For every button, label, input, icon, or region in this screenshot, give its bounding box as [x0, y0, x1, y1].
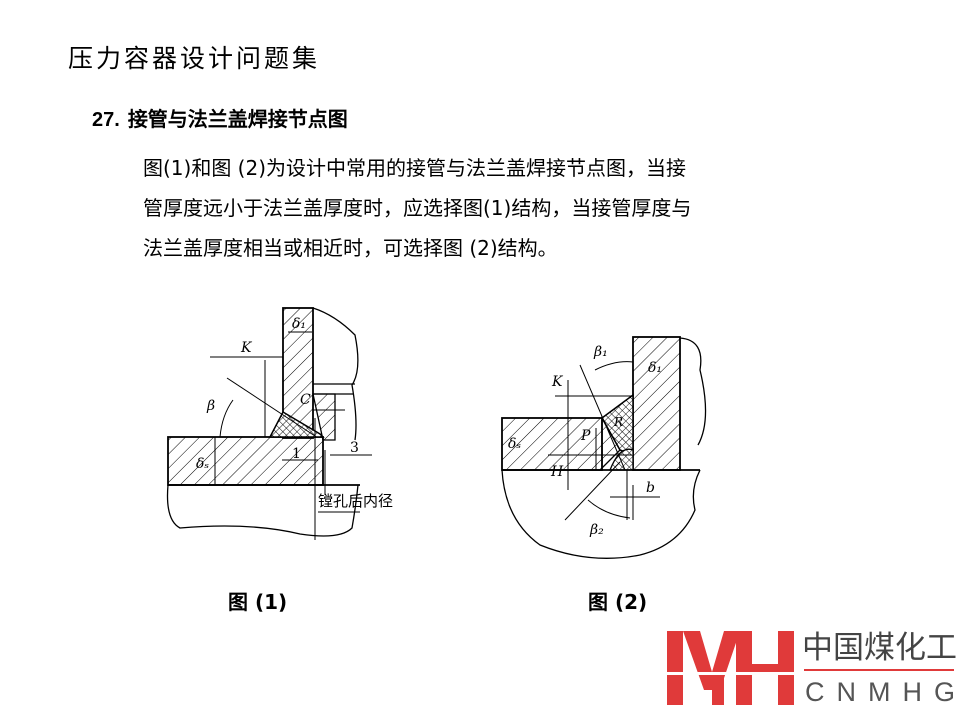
- logo-en-text: CNMHG: [805, 677, 960, 707]
- section-title-text: 接管与法兰盖焊接节点图: [127, 107, 348, 131]
- figure-2-caption: 图 (2): [588, 590, 648, 614]
- label-b: b: [646, 480, 655, 496]
- label-delta1: δ₁: [292, 316, 306, 332]
- figure-1-caption: 图 (1): [228, 590, 288, 614]
- figure-1-drawing: [166, 307, 372, 540]
- figure-2-drawing: [501, 336, 707, 559]
- label-c: C: [300, 392, 311, 408]
- label-delta1-2: δ₁: [648, 360, 662, 376]
- label-beta1: β₁: [593, 344, 608, 360]
- paragraph-line: 管厚度远小于法兰盖厚度时，应选择图(1)结构，当接管厚度与: [143, 196, 692, 220]
- logo-divider: [804, 669, 954, 671]
- label-beta2: β₂: [589, 522, 604, 538]
- logo-mark: [667, 631, 797, 705]
- label-1: 1: [292, 446, 301, 462]
- section-title: 27. 接管与法兰盖焊接节点图: [92, 106, 348, 133]
- paragraph-line: 法兰盖厚度相当或相近时，可选择图 (2)结构。: [143, 236, 558, 260]
- paragraph-line: 图(1)和图 (2)为设计中常用的接管与法兰盖焊接节点图，当接: [143, 156, 687, 180]
- header-title: 压力容器设计问题集: [68, 44, 321, 73]
- label-p: P: [580, 428, 591, 444]
- figure-2-labels: β₁ δ₁ K δₛ P H R b β₂: [508, 344, 662, 538]
- logo-cn-text: 中国煤化工: [802, 630, 957, 666]
- label-deltas: δₛ: [196, 456, 209, 472]
- label-h: H: [550, 464, 564, 480]
- label-beta: β: [206, 398, 215, 414]
- section-number: 27.: [92, 109, 120, 131]
- paragraph: 图(1)和图 (2)为设计中常用的接管与法兰盖焊接节点图，当接 管厚度远小于法兰…: [143, 148, 903, 268]
- label-bore: 镗孔后内径: [318, 492, 393, 510]
- figure-1-labels: δ₁ K β C δₛ 1 3 镗孔后内径: [196, 316, 393, 510]
- label-deltas-2: δₛ: [508, 436, 521, 452]
- label-k: K: [240, 340, 253, 356]
- label-k-2: K: [551, 374, 564, 390]
- label-r: R: [613, 415, 623, 429]
- label-3: 3: [350, 440, 359, 456]
